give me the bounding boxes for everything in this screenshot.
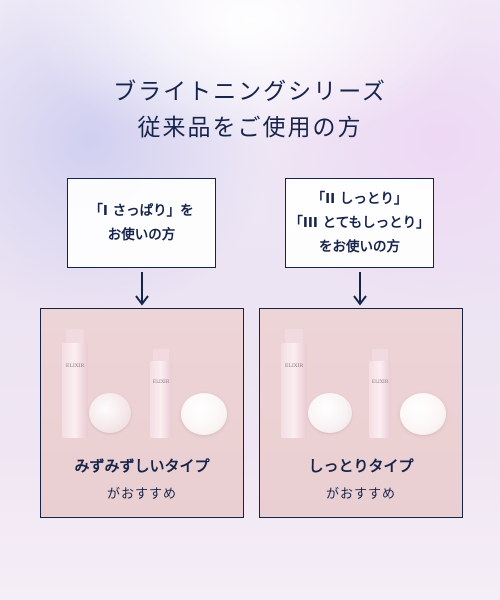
lotion-texture-swatch [308,393,352,433]
lotion-bottle-image: ELIXIR [281,329,307,438]
bottle-brand-label: ELIXIR [153,379,170,385]
recommended-type-label: しっとりタイプ [308,457,414,475]
callout-right-line-2: 「III とてもしっとり」 [289,215,430,231]
emulsion-texture-swatch [181,393,227,435]
bottle-brand-label: ELIXIR [372,379,389,385]
bottle-brand-label: ELIXIR [66,363,84,369]
lotion-bottle-image: ELIXIR [62,329,88,438]
callout-left-line-2: お使いの方 [107,227,176,243]
callout-light-type-users: 「I さっぱり」を お使いの方 [67,178,216,268]
callout-right-line-1: 「II しっとり」 [311,191,408,207]
title-line-2: 従来品をご使用の方 [137,115,363,141]
product-panel-fresh: ELIXIR ELIXIR みずみずしいタイプ がおすすめ [40,308,244,518]
gel-texture-swatch [89,393,131,433]
callout-left-line-1: 「I さっぱり」を [89,203,194,219]
callout-moist-type-users: 「II しっとり」 「III とてもしっとり」 をお使いの方 [285,178,434,268]
emulsion-bottle-image: ELIXIR [150,349,172,438]
recommended-type-label: みずみずしいタイプ [74,457,210,475]
down-arrow-icon [135,272,149,306]
emulsion-texture-swatch [400,393,446,435]
product-panel-moist: ELIXIR ELIXIR しっとりタイプ がおすすめ [259,308,463,518]
callout-right-line-3: をお使いの方 [319,239,400,255]
emulsion-bottle-image: ELIXIR [369,349,391,438]
recommended-suffix: がおすすめ [106,487,177,502]
recommended-suffix: がおすすめ [325,487,396,502]
bottle-brand-label: ELIXIR [285,363,303,369]
down-arrow-icon [353,272,367,306]
page-title: ブライトニングシリーズ 従来品をご使用の方 [0,74,500,146]
title-line-1: ブライトニングシリーズ [113,79,387,105]
